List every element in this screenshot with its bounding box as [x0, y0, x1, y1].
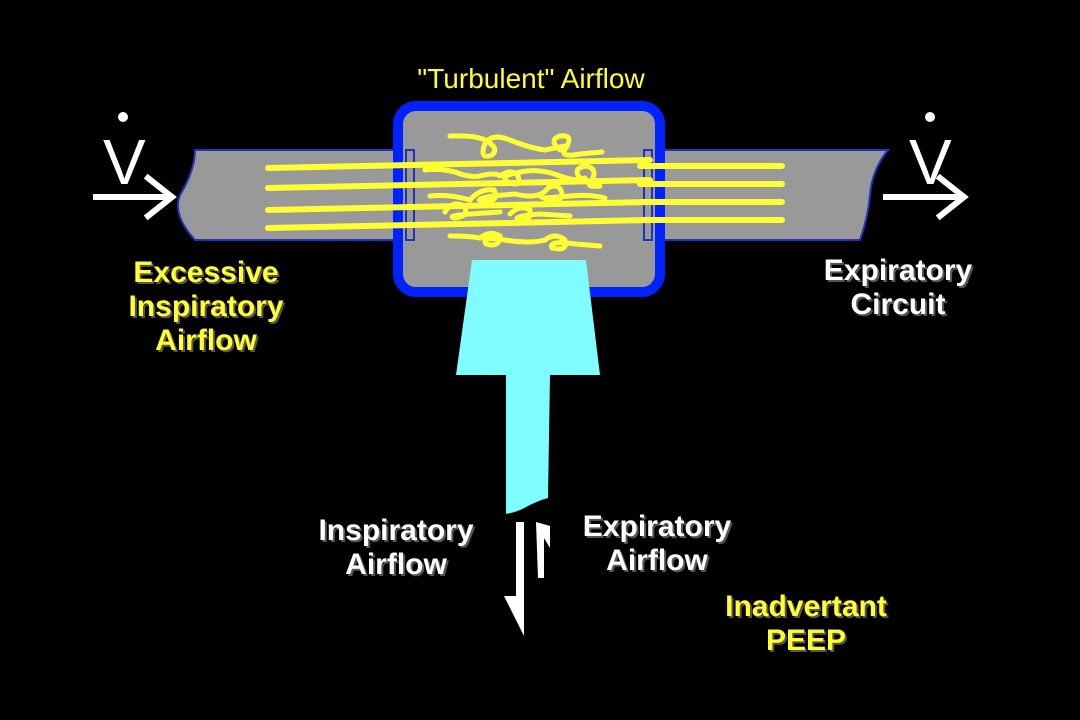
label-line: Inadvertant — [725, 590, 887, 623]
turbulent-swirls — [422, 133, 608, 252]
expiratory-circuit-label: Expiratory Circuit — [798, 254, 998, 322]
expiratory-arrow — [536, 522, 550, 578]
inspiratory-airflow-label: Inspiratory Airflow — [296, 514, 496, 582]
flow-symbol-left: V — [103, 126, 146, 198]
flow-dot-right — [925, 112, 935, 122]
label-line: Airflow — [155, 324, 257, 357]
label-line: PEEP — [765, 624, 847, 657]
label-line: Airflow — [606, 544, 708, 577]
inspiratory-tube — [176, 149, 411, 241]
inspiratory-flow-arrow — [93, 173, 177, 221]
left-junction — [405, 149, 415, 241]
excessive-inspiratory-airflow-label: Excessive Inspiratory Airflow — [96, 256, 316, 358]
label-line: Airflow — [345, 548, 447, 581]
right-junction — [643, 149, 653, 241]
flow-symbol-right: V — [909, 126, 952, 198]
expiratory-airflow-label: Expiratory Airflow — [560, 510, 754, 578]
flow-dot-left — [118, 112, 128, 122]
label-line: Inspiratory — [318, 514, 474, 547]
label-line: Excessive — [133, 256, 279, 289]
label-line: Expiratory — [823, 254, 973, 287]
label-line: Inspiratory — [128, 290, 284, 323]
diagram-title: "Turbulent" Airflow — [417, 63, 645, 94]
label-line: Circuit — [850, 288, 946, 321]
inadvertant-peep-label: Inadvertant PEEP — [700, 590, 912, 658]
airway — [456, 260, 600, 514]
inspiratory-arrow — [504, 522, 524, 636]
expiratory-flow-arrow — [883, 173, 969, 221]
label-line: Expiratory — [582, 510, 732, 543]
